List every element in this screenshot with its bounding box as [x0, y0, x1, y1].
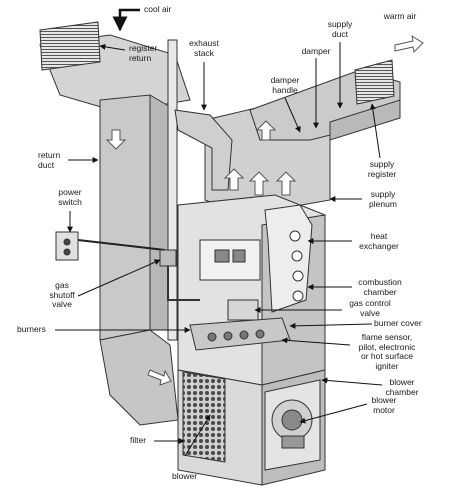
exhaust-stack [167, 39, 233, 341]
label-heat-exchanger: heat exchanger [359, 231, 399, 251]
label-blower-motor: blower motor [371, 395, 397, 415]
heat-exchanger [264, 204, 313, 313]
burners [189, 317, 291, 351]
leader-lines [55, 8, 383, 457]
label-gas-shutoff-valve: gas shutoff valve [49, 280, 75, 309]
gas-control-valve [199, 239, 261, 321]
label-supply-register: supply register [367, 159, 397, 179]
label-return-duct: return duct [38, 150, 61, 170]
label-supply-plenum: supply plenum [369, 189, 397, 209]
register-return-grille [39, 21, 101, 71]
label-register-return: register return [129, 43, 158, 63]
label-exhaust-stack: exhaust stack [189, 38, 219, 58]
label-warm-air: warm air [383, 11, 417, 21]
label-cool-air: cool air [144, 4, 172, 14]
supply-register-grille [354, 59, 395, 105]
label-burners: burners [17, 324, 46, 334]
label-blower-chamber: blower chamber [385, 377, 419, 397]
filter [182, 371, 226, 463]
power-switch [55, 231, 166, 261]
label-damper: damper [301, 46, 331, 56]
label-combustion-chamber: combustion chamber [358, 277, 402, 297]
return-duct [39, 34, 191, 426]
airflow-arrows [105, 34, 424, 386]
label-power-switch: power switch [58, 187, 82, 207]
label-blower: blower [172, 471, 198, 481]
label-flame-sensor: flame sensor, pilot, electronic or hot s… [358, 332, 416, 371]
blower [264, 379, 321, 471]
label-supply-duct: supply duct [327, 19, 353, 39]
label-filter: filter [130, 435, 147, 445]
label-gas-control-valve: gas control valve [349, 298, 391, 318]
label-burner-cover: burner cover [374, 318, 422, 328]
label-damper-handle: damper handle [270, 75, 300, 95]
gas-shutoff-valve [159, 249, 200, 301]
